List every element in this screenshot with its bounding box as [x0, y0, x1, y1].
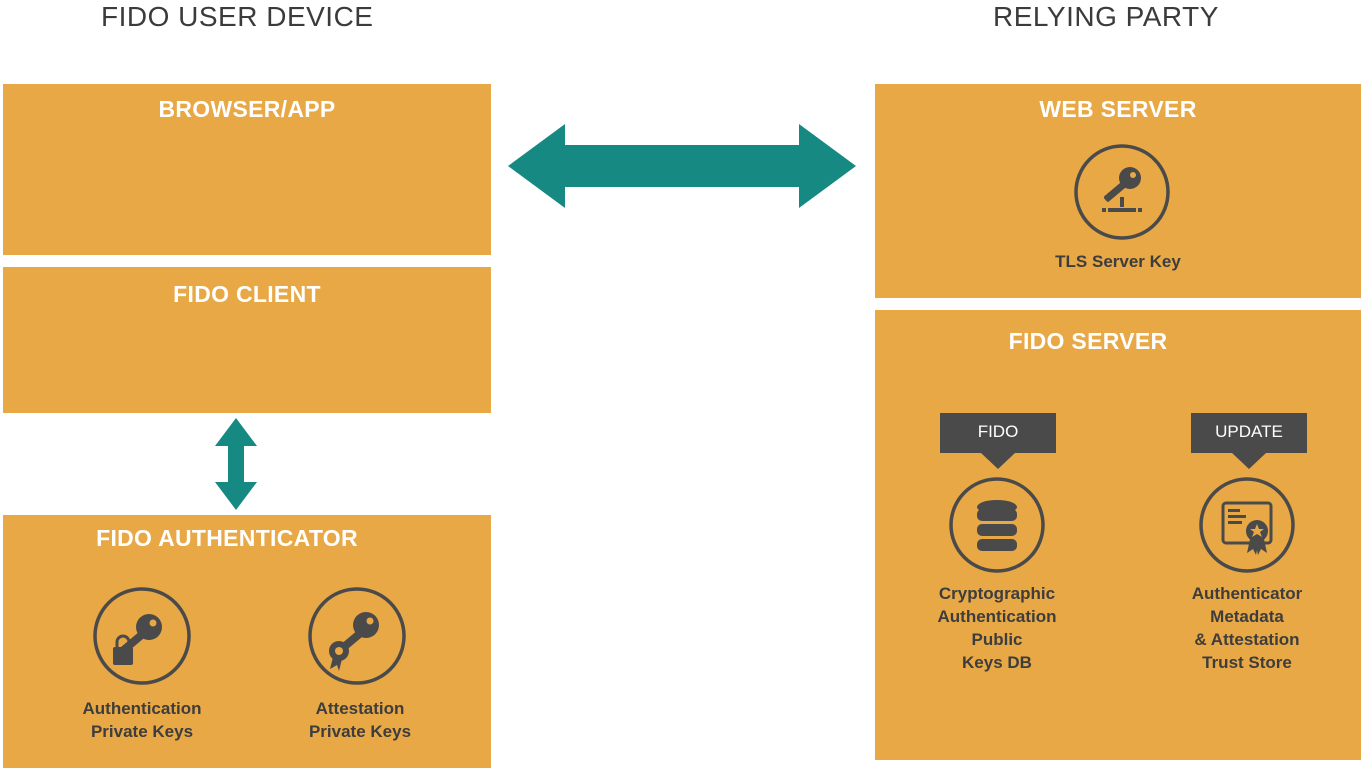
caption-line: Keys DB [962, 653, 1032, 672]
browser-app-title: BROWSER/APP [158, 96, 336, 122]
caption-line: Attestation [315, 699, 405, 718]
browser-app-box: BROWSER/APP [3, 84, 491, 255]
fido-server-box: FIDO SERVER FIDO Cryptographic Authentic… [875, 310, 1361, 760]
key-lock-icon [93, 587, 191, 685]
key-network-icon [1074, 144, 1170, 240]
fido-tag: FIDO [940, 413, 1056, 453]
fido-client-title: FIDO CLIENT [173, 281, 321, 307]
caption-line: Private Keys [308, 722, 412, 741]
key-seal-icon [308, 587, 406, 685]
attestation-private-keys-caption: Attestation Private Keys [265, 697, 455, 743]
update-tag-pointer [1232, 453, 1266, 469]
update-tag: UPDATE [1191, 413, 1307, 453]
caption-line: Authentication [82, 699, 202, 718]
caption-line: Public [971, 630, 1023, 649]
client-authenticator-arrow [215, 418, 257, 510]
authentication-private-keys-caption: Authentication Private Keys [47, 697, 237, 743]
caption-line: & Attestation [1194, 630, 1300, 649]
vertical-double-arrow [215, 418, 257, 510]
caption-line: Metadata [1210, 607, 1284, 626]
tls-server-key-caption: TLS Server Key [1055, 252, 1181, 271]
horizontal-double-arrow [508, 124, 856, 208]
relying-party-title: RELYING PARTY [993, 1, 1219, 32]
fido-tag-pointer [981, 453, 1015, 469]
fido-authenticator-box: FIDO AUTHENTICATOR Authentication Privat… [3, 515, 491, 768]
web-server-box: WEB SERVER TLS Server Key [875, 84, 1361, 298]
web-server-title: WEB SERVER [1039, 96, 1197, 122]
user-device-title: FIDO USER DEVICE [101, 1, 374, 32]
fido-server-title: FIDO SERVER [1008, 328, 1168, 354]
caption-line: Authenticator [1191, 584, 1303, 603]
fido-authenticator-title: FIDO AUTHENTICATOR [96, 525, 358, 551]
caption-line: Private Keys [90, 722, 194, 741]
caption-line: Authentication [937, 607, 1057, 626]
caption-line: Cryptographic [938, 584, 1056, 603]
public-keys-db-caption: Cryptographic Authentication Public Keys… [897, 582, 1097, 674]
device-relying-party-arrow [508, 124, 856, 208]
caption-line: Trust Store [1202, 653, 1292, 672]
fido-client-box: FIDO CLIENT [3, 267, 491, 413]
trust-store-caption: Authenticator Metadata & Attestation Tru… [1147, 582, 1347, 674]
database-icon [949, 477, 1045, 573]
certificate-icon [1199, 477, 1295, 573]
